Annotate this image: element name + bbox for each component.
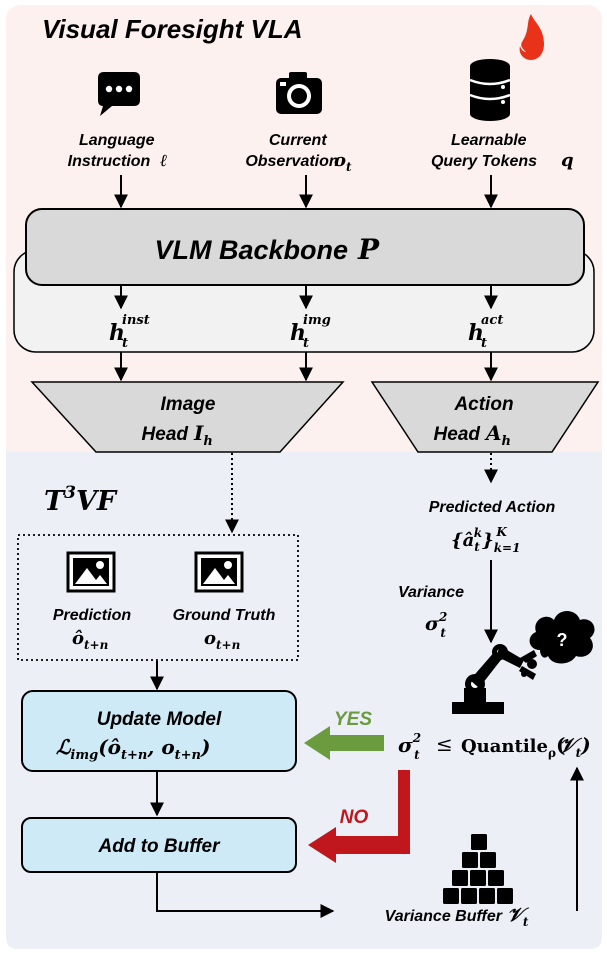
current-observation-label: Current Observation <box>245 132 339 170</box>
svg-text:t: t <box>122 336 128 351</box>
action-head-line1: Action <box>453 394 513 415</box>
prediction-label: Prediction <box>53 607 131 624</box>
ground-truth-symbol: ot+n <box>204 628 240 652</box>
query-symbol: q <box>561 150 574 171</box>
image-head-line2: Head <box>142 424 189 445</box>
image-head-symbol: Ih <box>193 421 213 449</box>
update-model-label: Update Model <box>97 709 222 730</box>
variance-label: Variance <box>398 584 464 601</box>
language-instruction-label: Language Instruction <box>68 132 159 170</box>
svg-text:inst: inst <box>122 313 150 328</box>
svg-text:≤: ≤ <box>436 732 453 756</box>
backbone-symbol: P <box>357 233 380 266</box>
learnable-query-label: Learnable Query Tokens <box>431 132 537 170</box>
stacked-boxes-icon <box>443 834 513 904</box>
camera-icon <box>276 72 322 114</box>
prediction-symbol: ôt+n <box>72 628 108 652</box>
svg-text:σ2t: σ2t <box>398 731 421 762</box>
action-head-line2: Head <box>434 424 481 445</box>
add-to-buffer-label: Add to Buffer <box>97 836 221 857</box>
image-icon <box>66 551 116 593</box>
arrow-buffer-to-variance-buffer <box>156 873 335 918</box>
database-flame-icon <box>469 14 544 121</box>
svg-text:Quantileρ(: Quantileρ( <box>461 733 565 760</box>
predicted-action-set: {âtk}k=1K <box>451 525 520 555</box>
robot-arm-icon <box>452 644 537 714</box>
image-head-trapezoid <box>30 381 345 453</box>
vlm-backbone-label: VLM Backbone <box>154 235 348 265</box>
svg-text:t: t <box>303 336 309 351</box>
diagram-title: Visual Foresight VLA <box>42 14 303 44</box>
svg-text:h: h <box>109 320 125 346</box>
yes-label: YES <box>334 709 372 730</box>
svg-text:t: t <box>481 336 487 351</box>
variance-buffer-label: Variance Buffer <box>385 908 503 925</box>
ground-truth-label: Ground Truth <box>173 607 276 624</box>
svg-text:h: h <box>290 320 306 346</box>
language-symbol: ℓ <box>160 151 167 171</box>
svg-text:img: img <box>303 313 331 328</box>
h-act-label: h act t <box>468 313 503 351</box>
h-img-label: h img t <box>290 313 331 351</box>
image-head-line1: Image <box>161 394 216 415</box>
no-label: NO <box>340 807 369 828</box>
chat-bubble-icon <box>98 72 140 116</box>
svg-text:act: act <box>481 313 503 328</box>
predicted-action-label: Predicted Action <box>429 499 556 516</box>
add-to-buffer-box <box>21 817 297 873</box>
ttt-title: T3VF <box>44 483 118 517</box>
h-inst-label: h inst t <box>109 313 150 351</box>
image-icon <box>194 551 244 593</box>
thought-bubble-icon: ? <box>521 611 595 677</box>
action-head-trapezoid <box>370 381 600 453</box>
observation-symbol: ot <box>334 150 352 174</box>
action-head-symbol: Ah <box>484 421 511 449</box>
thought-bubble-question: ? <box>557 630 568 650</box>
prediction-groundtruth-box <box>17 534 299 661</box>
update-model-box <box>21 690 297 772</box>
yes-arrow <box>304 726 384 760</box>
svg-text:h: h <box>468 320 484 346</box>
update-model-loss: ℒimg(ôt+n, ot+n) <box>56 735 210 763</box>
no-arrow <box>308 770 410 863</box>
svg-text:𝒱t): 𝒱t) <box>559 733 591 760</box>
